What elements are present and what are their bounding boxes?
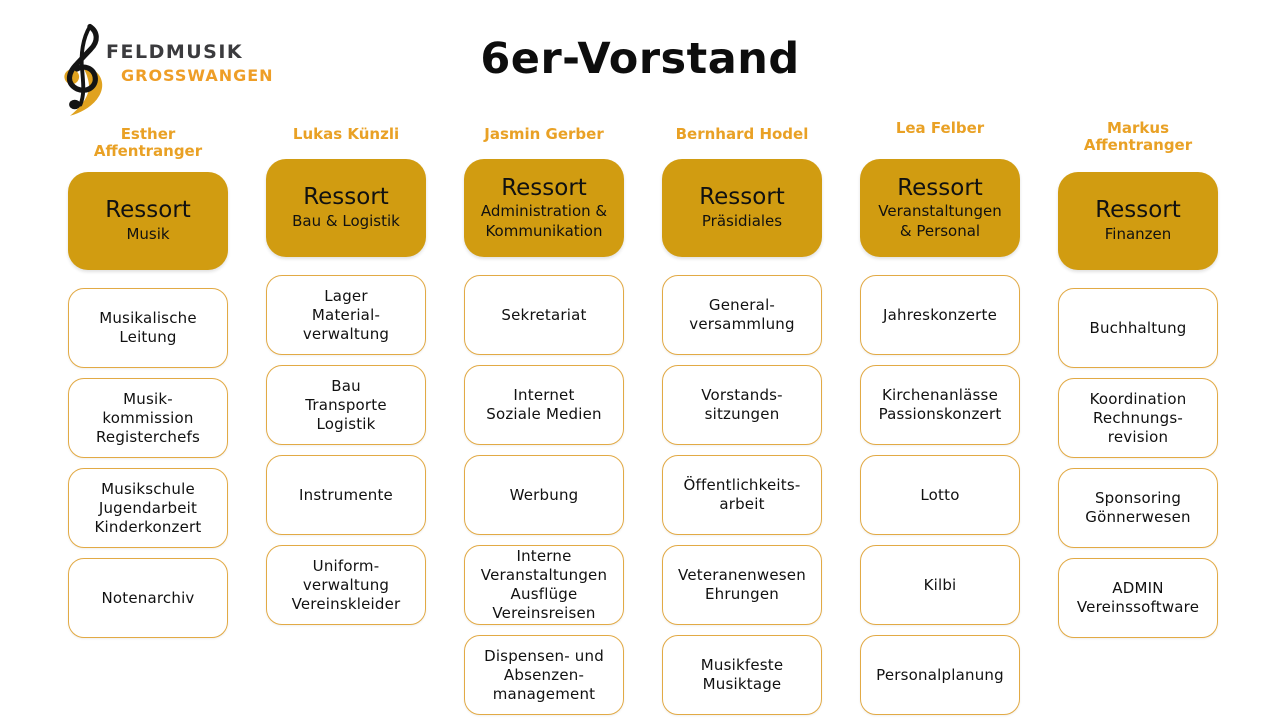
task-label: Kilbi	[923, 575, 957, 594]
ressort-subtitle: Finanzen	[1104, 225, 1172, 244]
task-label: Vorstands- sitzungen	[701, 386, 783, 423]
task-box: Öffentlichkeits- arbeit	[662, 455, 822, 535]
task-box: General- versammlung	[662, 275, 822, 355]
task-box: Veteranenwesen Ehrungen	[662, 545, 822, 625]
task-box: Personalplanung	[860, 635, 1020, 715]
task-box: Kilbi	[860, 545, 1020, 625]
ressort-box: Ressort Präsidiales	[662, 159, 822, 257]
column-praesidiales: Bernhard Hodel Ressort Präsidiales Gener…	[662, 126, 822, 715]
task-label: General- versammlung	[689, 296, 795, 333]
column-administration-kommunikation: Jasmin Gerber Ressort Administration & K…	[464, 126, 624, 715]
ressort-subtitle: Veranstaltungen & Personal	[878, 202, 1002, 240]
ressort-label: Ressort	[1095, 197, 1181, 224]
task-box: Dispensen- und Absenzen- management	[464, 635, 624, 715]
task-label: Musik- kommission Registerchefs	[95, 389, 201, 446]
task-box: Lager Material- verwaltung	[266, 275, 426, 355]
task-box: Sponsoring Gönnerwesen	[1058, 468, 1218, 548]
ressort-subtitle: Bau & Logistik	[292, 212, 400, 231]
task-box: Buchhaltung	[1058, 288, 1218, 368]
task-label: Lotto	[920, 485, 960, 504]
task-label: Internet Soziale Medien	[486, 386, 602, 423]
task-box: Musikalische Leitung	[68, 288, 228, 368]
logo-text-primary: FELDMUSIK	[106, 41, 244, 63]
task-label: Notenarchiv	[101, 588, 195, 607]
task-box: Musikschule Jugendarbeit Kinderkonzert	[68, 468, 228, 548]
task-box: Notenarchiv	[68, 558, 228, 638]
task-box: Koordination Rechnungs- revision	[1058, 378, 1218, 458]
task-label: Öffentlichkeits- arbeit	[683, 476, 801, 513]
column-bau-logistik: Lukas Künzli Ressort Bau & Logistik Lage…	[266, 126, 426, 715]
task-box: Musik- kommission Registerchefs	[68, 378, 228, 458]
task-label: Lager Material- verwaltung	[302, 286, 390, 343]
task-box: Jahreskonzerte	[860, 275, 1020, 355]
ressort-label: Ressort	[501, 174, 587, 201]
task-label: Bau Transporte Logistik	[305, 376, 387, 433]
column-veranstaltungen-personal: Lea Felber Ressort Veranstaltungen & Per…	[860, 120, 1020, 715]
ressort-box: Ressort Finanzen	[1058, 172, 1218, 270]
ressort-subtitle: Musik	[126, 225, 170, 244]
task-label: Jahreskonzerte	[882, 305, 998, 324]
task-box: Kirchenanlässe Passionskonzert	[860, 365, 1020, 445]
task-label: Sekretariat	[501, 305, 587, 324]
ressort-box: Ressort Musik	[68, 172, 228, 270]
task-label: Sponsoring Gönnerwesen	[1085, 489, 1191, 526]
task-box: Werbung	[464, 455, 624, 535]
column-finanzen: Markus Affentranger Ressort Finanzen Buc…	[1058, 120, 1218, 715]
task-label: Musikfeste Musiktage	[700, 656, 784, 693]
ressort-subtitle: Administration & Kommunikation	[480, 202, 608, 240]
task-box: Musikfeste Musiktage	[662, 635, 822, 715]
ressort-label: Ressort	[105, 197, 191, 224]
task-label: Musikalische Leitung	[99, 309, 197, 346]
ressort-label: Ressort	[303, 184, 389, 211]
person-name: Esther Affentranger	[93, 125, 203, 160]
person-name: Lukas Künzli	[292, 125, 400, 143]
task-label: Dispensen- und Absenzen- management	[484, 646, 604, 703]
task-label: Uniform- verwaltung Vereinskleider	[291, 556, 401, 613]
task-label: Instrumente	[299, 485, 393, 504]
logo: FELDMUSIK GROSSWANGEN	[44, 20, 274, 118]
task-label: Personalplanung	[876, 665, 1004, 684]
task-box: Interne Veranstaltungen Ausflüge Vereins…	[464, 545, 624, 625]
task-label: Kirchenanlässe Passionskonzert	[878, 386, 1002, 423]
task-box: ADMIN Vereinssoftware	[1058, 558, 1218, 638]
task-box: Sekretariat	[464, 275, 624, 355]
task-box: Lotto	[860, 455, 1020, 535]
person-name: Lea Felber	[895, 119, 985, 137]
org-chart: Esther Affentranger Ressort Musik Musika…	[0, 120, 1280, 715]
ressort-label: Ressort	[699, 184, 785, 211]
page-title: 6er-Vorstand	[480, 34, 800, 84]
task-label: Werbung	[509, 485, 579, 504]
person-name: Jasmin Gerber	[484, 125, 604, 143]
task-box: Internet Soziale Medien	[464, 365, 624, 445]
task-label: Koordination Rechnungs- revision	[1089, 389, 1187, 446]
task-box: Vorstands- sitzungen	[662, 365, 822, 445]
person-name: Markus Affentranger	[1083, 119, 1193, 154]
person-name: Bernhard Hodel	[675, 125, 809, 143]
ressort-box: Ressort Veranstaltungen & Personal	[860, 159, 1020, 257]
ressort-subtitle: Präsidiales	[701, 212, 783, 231]
column-musik: Esther Affentranger Ressort Musik Musika…	[68, 126, 228, 715]
task-label: ADMIN Vereinssoftware	[1076, 579, 1200, 616]
treble-clef-icon	[44, 20, 122, 118]
task-label: Musikschule Jugendarbeit Kinderkonzert	[94, 479, 202, 536]
task-label: Veteranenwesen Ehrungen	[678, 566, 806, 603]
task-label: Interne Veranstaltungen Ausflüge Vereins…	[480, 547, 608, 622]
task-box: Bau Transporte Logistik	[266, 365, 426, 445]
header: FELDMUSIK GROSSWANGEN 6er-Vorstand	[0, 0, 1280, 126]
ressort-box: Ressort Administration & Kommunikation	[464, 159, 624, 257]
logo-text-secondary: GROSSWANGEN	[121, 65, 274, 85]
task-box: Instrumente	[266, 455, 426, 535]
task-box: Uniform- verwaltung Vereinskleider	[266, 545, 426, 625]
logo-text: FELDMUSIK GROSSWANGEN	[106, 20, 274, 84]
ressort-label: Ressort	[897, 174, 983, 201]
task-label: Buchhaltung	[1089, 318, 1187, 337]
ressort-box: Ressort Bau & Logistik	[266, 159, 426, 257]
